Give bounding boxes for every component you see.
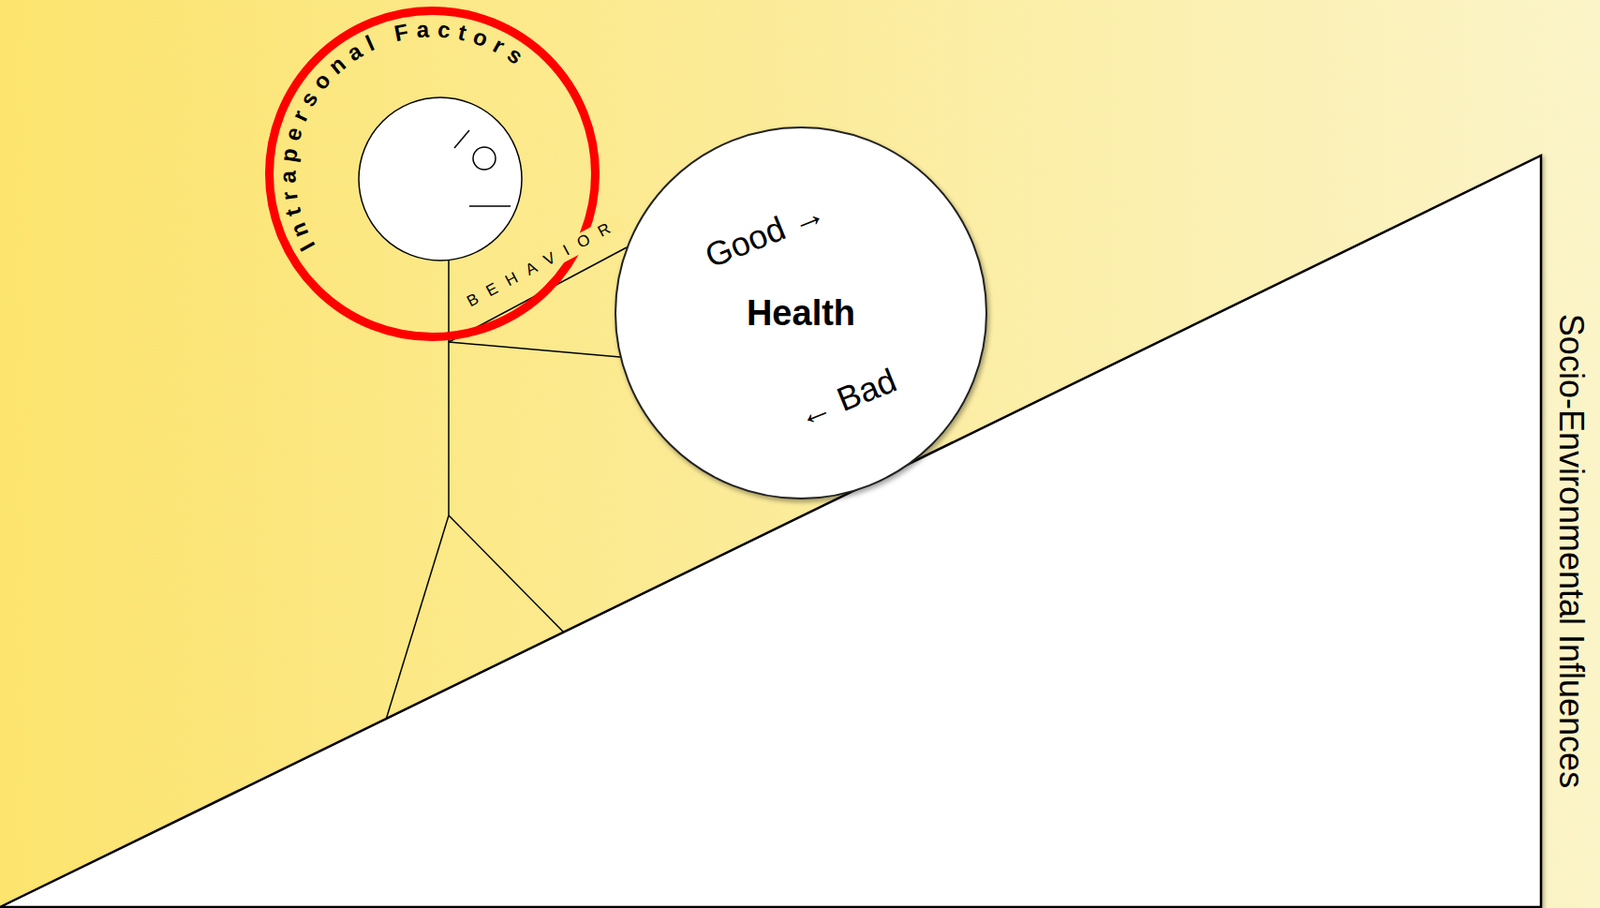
socio-environmental-label: Socio-Environmental Influences	[1551, 313, 1590, 788]
text-holder: ← Bad	[791, 360, 903, 436]
mouth	[469, 205, 511, 208]
text-holder: Health	[746, 293, 856, 334]
health-title: Health	[746, 293, 856, 334]
lower-arm	[448, 341, 621, 357]
arc-text-layer: Intrapersonal Factors	[265, 6, 600, 341]
intrapersonal-ring: Intrapersonal Factors	[265, 6, 600, 341]
eye	[473, 147, 496, 170]
health-ball: Good → Health ← Bad	[614, 126, 988, 500]
eyebrow	[454, 130, 470, 149]
arc-guide	[295, 36, 534, 260]
head	[358, 97, 522, 261]
behavior-label: BEHAVIOR	[452, 213, 626, 317]
back-leg	[385, 515, 449, 720]
body-line	[447, 260, 450, 516]
text-holder: Good →	[699, 192, 831, 276]
factor-heading: Intrapersonal Factors	[274, 15, 534, 256]
front-leg	[448, 515, 564, 633]
arc-text: Intrapersonal Factors	[274, 15, 534, 256]
good-direction: Good →	[699, 192, 831, 276]
label-holder: BEHAVIOR	[452, 213, 626, 317]
bad-direction: ← Bad	[791, 360, 903, 436]
label-holder: Socio-Environmental Influences	[1551, 313, 1590, 788]
